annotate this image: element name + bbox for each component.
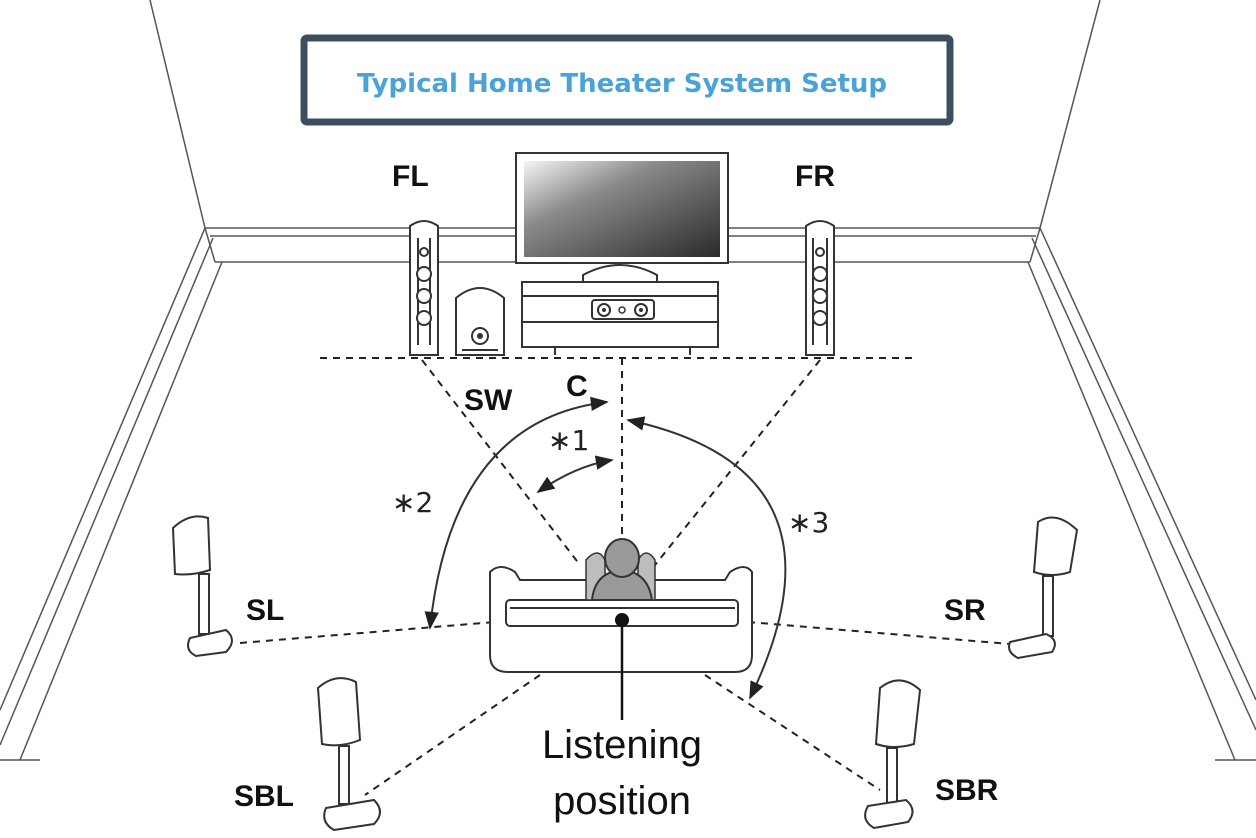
label-sr: SR <box>944 594 986 627</box>
angle-2-label: ∗2 <box>392 486 433 519</box>
surround-back-right-speaker <box>864 679 922 830</box>
listener-person <box>585 538 656 601</box>
label-sw: SW <box>464 384 513 417</box>
surround-left-speaker <box>171 515 233 658</box>
angle-1-label: ∗1 <box>548 424 589 457</box>
center-speaker <box>591 299 655 320</box>
surround-right-speaker <box>1008 516 1079 660</box>
title-box: Typical Home Theater System Setup <box>300 34 954 126</box>
angle-3-arc <box>626 416 787 700</box>
tv <box>515 152 729 283</box>
angle-3-label: ∗3 <box>788 506 829 539</box>
label-sbr: SBR <box>935 774 999 807</box>
label-sl: SL <box>246 594 284 627</box>
surround-back-left-speaker <box>316 677 381 832</box>
front-right-speaker <box>805 220 835 356</box>
label-c: C <box>566 370 588 403</box>
listening-label-line2: position <box>553 779 691 823</box>
listening-marker <box>615 613 629 720</box>
angle-2-arc <box>424 396 609 630</box>
angle-arrows <box>424 396 787 700</box>
angle-1-arc <box>536 455 614 494</box>
label-fl: FL <box>392 160 429 193</box>
label-sbl: SBL <box>234 780 294 813</box>
subwoofer <box>455 287 505 356</box>
diagram-title: Typical Home Theater System Setup <box>357 69 887 99</box>
listening-label-line1: Listening <box>542 723 702 767</box>
label-fr: FR <box>795 160 835 193</box>
front-left-speaker <box>409 220 439 356</box>
